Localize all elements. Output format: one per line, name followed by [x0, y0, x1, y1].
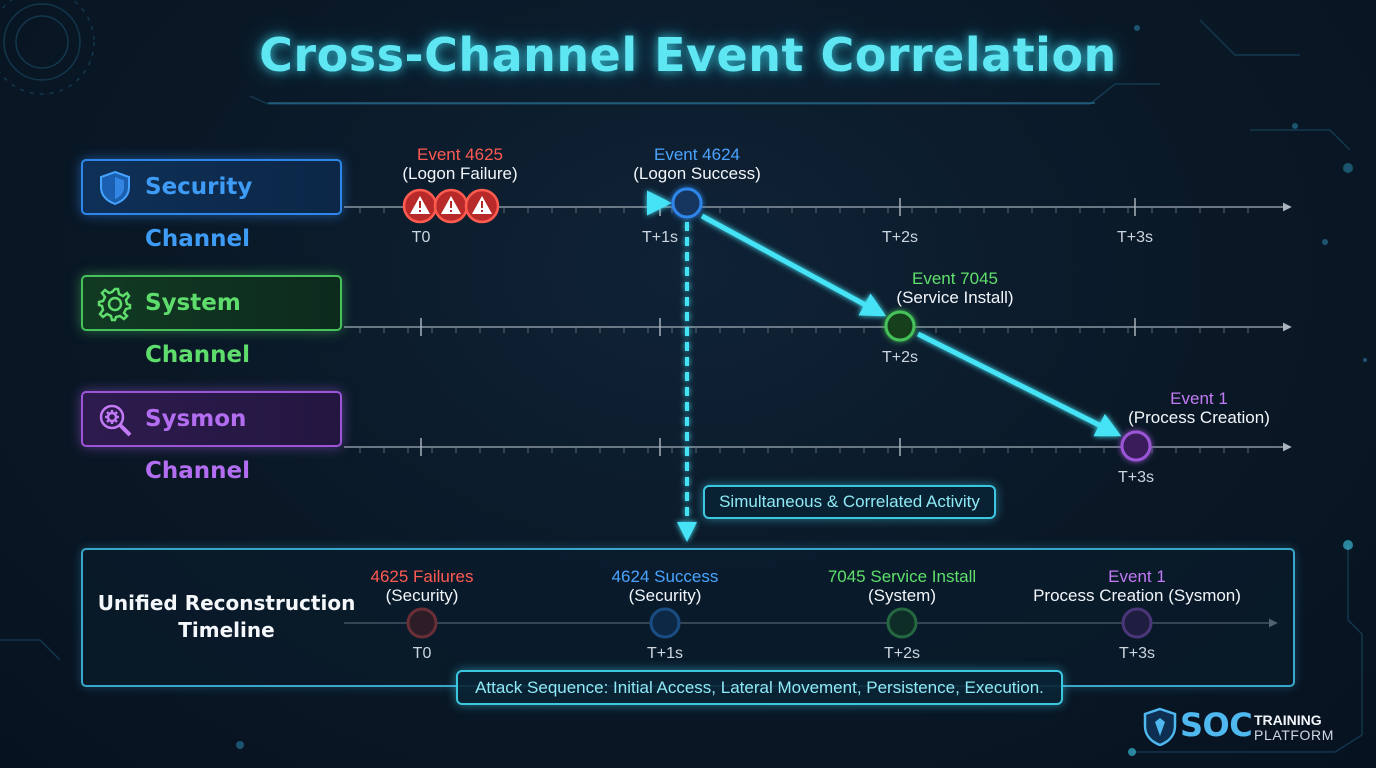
flow-arrow-7045-to-event1 — [916, 331, 1122, 437]
unified-step-4625-sub: (Security) — [385, 586, 459, 605]
warning-icon — [433, 188, 469, 224]
flow-arrow-4624-to-7045 — [700, 213, 887, 317]
page-title: Cross-Channel Event Correlation — [259, 28, 1117, 82]
background-dots — [236, 25, 1367, 756]
unified-step-7045-title: 7045 Service Install — [827, 567, 977, 586]
magnifier-gear-icon — [99, 404, 132, 437]
sysmon-channel-label: Sysmon Channel — [145, 406, 251, 484]
security-tick-t0: T0 — [411, 229, 431, 246]
security-channel-box: Security Channel — [81, 159, 342, 252]
correlation-callout: Simultaneous & Correlated Activity — [703, 485, 996, 519]
logo-soc-text: SOC — [1180, 706, 1253, 744]
system-channel-label: System Channel — [145, 290, 251, 368]
unified-tick-t0: T0 — [412, 645, 432, 662]
axis-minor-ticks — [359, 207, 1249, 453]
unified-timeline-panel — [81, 548, 1295, 687]
event-1-desc: (Process Creation) — [1128, 408, 1270, 427]
sysmon-channel-box: Sysmon Channel — [81, 391, 342, 484]
warning-icon — [464, 188, 500, 224]
security-tick-t3: T+3s — [1116, 229, 1154, 246]
unified-step-event1-title: Event 1 — [1108, 567, 1166, 586]
unified-timeline-title: Unified Reconstruction Timeline — [94, 590, 359, 644]
unified-step-4624-title: 4624 Success — [611, 567, 719, 586]
logo-platform-text: PLATFORM — [1254, 727, 1334, 743]
node-7045 — [884, 310, 916, 342]
security-tick-t2: T+2s — [881, 229, 919, 246]
background-circuit-decor — [0, 0, 1363, 753]
event-4625-title: Event 4625 — [416, 145, 504, 164]
unified-step-4624-sub: (Security) — [628, 586, 702, 605]
event-4625-desc: (Logon Failure) — [402, 164, 518, 183]
logo-training-text: TRAINING — [1254, 712, 1322, 728]
shield-icon — [100, 170, 130, 206]
security-channel-label: Security Channel — [145, 174, 253, 252]
event-7045-title: Event 7045 — [911, 269, 999, 288]
event-4624-title: Event 4624 — [653, 145, 741, 164]
system-channel-box: System Channel — [81, 275, 342, 368]
node-4624 — [671, 187, 703, 219]
unified-tick-t3: T+3s — [1118, 645, 1156, 662]
unified-step-7045-sub: (System) — [868, 586, 936, 605]
event-4624-desc: (Logon Success) — [633, 164, 761, 183]
unified-tick-t1: T+1s — [646, 645, 684, 662]
attack-sequence-callout: Attack Sequence: Initial Access, Lateral… — [456, 670, 1063, 705]
failure-markers — [402, 188, 500, 224]
unified-step-event1-sub: Process Creation (Sysmon) — [1033, 586, 1241, 605]
unified-tick-t2: T+2s — [883, 645, 921, 662]
security-tick-t1: T+1s — [641, 229, 679, 246]
unified-title-line1: Unified Reconstruction — [97, 591, 356, 615]
node-event1 — [1120, 430, 1152, 462]
event-1-title: Event 1 — [1170, 389, 1228, 408]
gear-icon — [97, 287, 132, 322]
unified-title-line2: Timeline — [178, 618, 275, 642]
system-tick-t2: T+2s — [881, 349, 919, 366]
warning-icon — [402, 188, 438, 224]
sysmon-tick-t3: T+3s — [1117, 469, 1155, 486]
unified-step-4625-title: 4625 Failures — [370, 567, 474, 586]
shield-logo-icon — [1143, 707, 1177, 747]
event-7045-desc: (Service Install) — [896, 288, 1014, 307]
